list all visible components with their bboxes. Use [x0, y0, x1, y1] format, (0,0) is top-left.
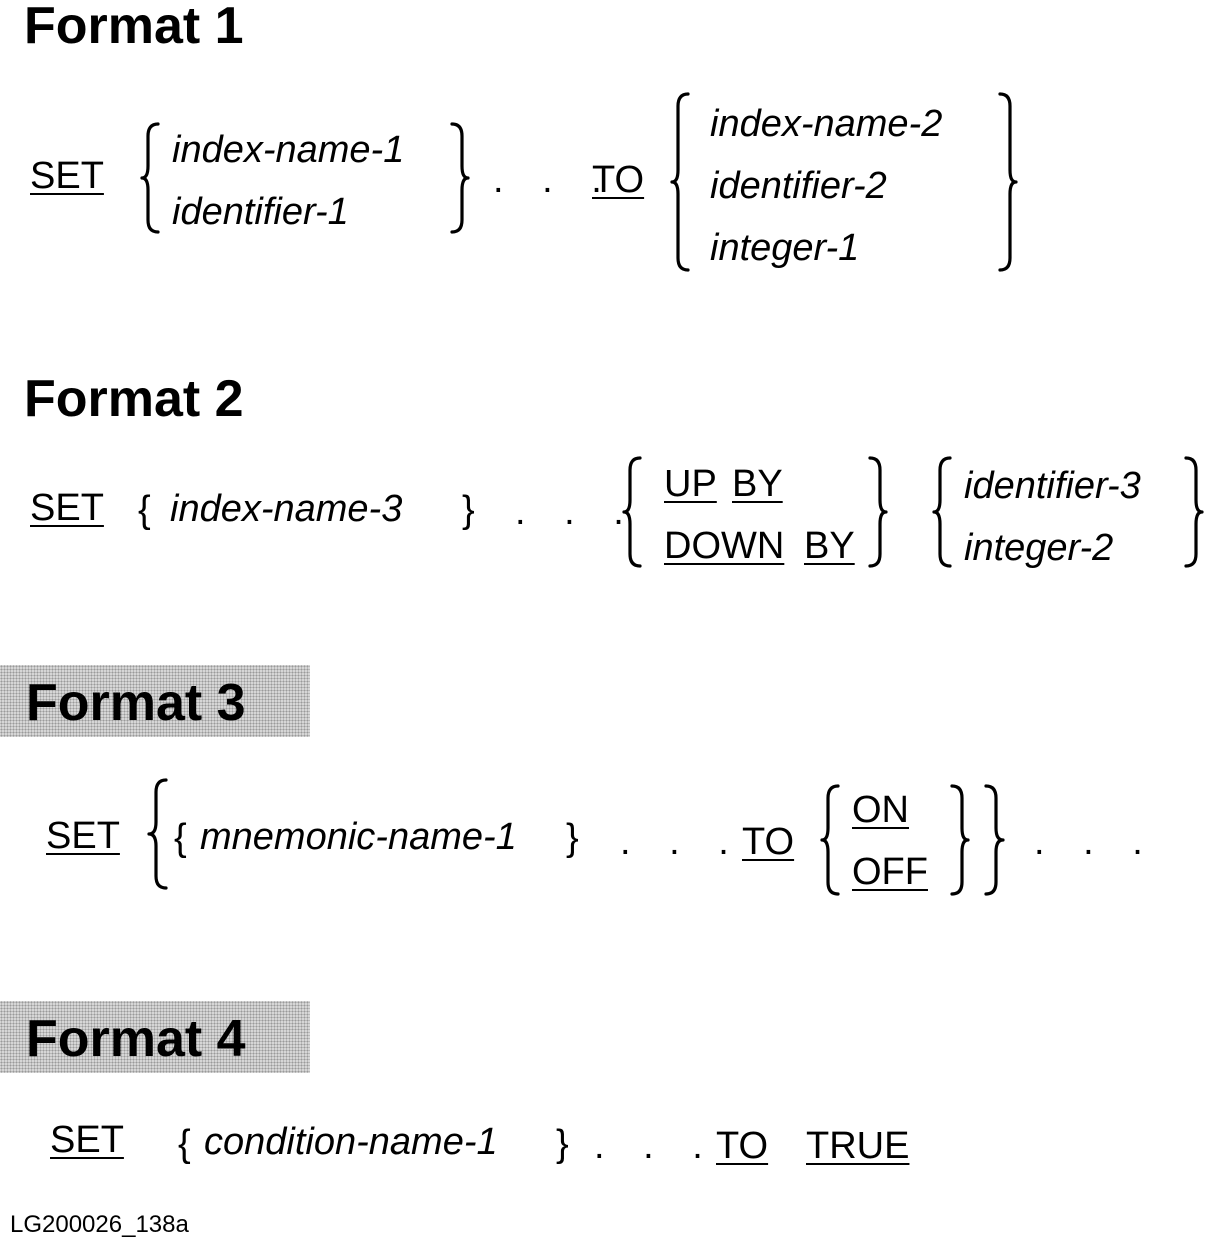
format-2-direction-right-brace — [868, 456, 888, 568]
format-1-group1-right-brace — [450, 122, 470, 234]
format-4-true-keyword: TRUE — [806, 1125, 910, 1167]
format-1-group1-option-2: identifier-1 — [172, 191, 349, 233]
format-4-heading: Format 4 — [26, 1010, 246, 1068]
format-3-close-brace: } — [566, 817, 579, 859]
format-1-to-keyword: TO — [592, 159, 645, 201]
format-3-switch-right-brace — [950, 784, 970, 896]
format-2-up-keyword: UP — [664, 463, 717, 505]
format-1-group1-left-brace — [140, 122, 160, 234]
format-2-operand-left-brace — [932, 456, 952, 568]
format-3-set-keyword: SET — [46, 815, 120, 857]
format-3-trailing-ellipsis: . . . — [1034, 821, 1157, 863]
format-2-index-name: index-name-3 — [170, 488, 403, 530]
format-1-group2-option-1: index-name-2 — [710, 103, 943, 145]
format-1-heading: Format 1 — [24, 0, 244, 55]
format-1-group2-left-brace — [670, 92, 690, 272]
format-3-switch-left-brace — [820, 784, 840, 896]
format-4-ellipsis: . . . — [594, 1125, 717, 1167]
format-2-direction-left-brace — [622, 456, 642, 568]
format-4-highlight — [0, 1001, 310, 1073]
format-1-group1-option-1: index-name-1 — [172, 129, 405, 171]
format-3-on-keyword: ON — [852, 789, 909, 831]
format-3-open-brace: { — [174, 817, 187, 859]
format-4-set-keyword: SET — [50, 1119, 124, 1161]
format-2-open-brace: { — [138, 489, 151, 531]
format-2-down-by-keyword: BY — [804, 525, 855, 567]
format-1-set-keyword: SET — [30, 155, 104, 197]
format-2-operand-option-1: identifier-3 — [964, 465, 1141, 507]
format-2-set-keyword: SET — [30, 487, 104, 529]
format-3-outer-left-brace — [147, 778, 168, 890]
format-3-highlight — [0, 665, 310, 737]
format-4-condition-name: condition-name-1 — [204, 1121, 498, 1163]
format-3-outer-right-brace — [984, 784, 1005, 896]
format-2-ellipsis: . . . — [515, 491, 638, 533]
format-3-ellipsis: . . . — [620, 821, 743, 863]
format-2-close-brace: } — [462, 489, 475, 531]
format-3-off-keyword: OFF — [852, 851, 928, 893]
format-4-open-brace: { — [178, 1123, 191, 1165]
format-2-operand-option-2: integer-2 — [964, 527, 1114, 569]
format-1-ellipsis: . . . — [493, 159, 616, 201]
format-2-heading: Format 2 — [24, 370, 244, 428]
format-4-close-brace: } — [556, 1123, 569, 1165]
format-4-to-keyword: TO — [716, 1125, 769, 1167]
format-2-up-by-keyword: BY — [732, 463, 783, 505]
format-1-group2-option-2: identifier-2 — [710, 165, 887, 207]
format-3-heading: Format 3 — [26, 674, 246, 732]
figure-id: LG200026_138a — [10, 1211, 189, 1238]
format-2-down-keyword: DOWN — [664, 525, 785, 567]
format-2-operand-right-brace — [1184, 456, 1204, 568]
format-3-mnemonic-name: mnemonic-name-1 — [200, 816, 517, 858]
format-1-group2-right-brace — [998, 92, 1018, 272]
format-1-group2-option-3: integer-1 — [710, 227, 860, 269]
format-3-to-keyword: TO — [742, 821, 795, 863]
